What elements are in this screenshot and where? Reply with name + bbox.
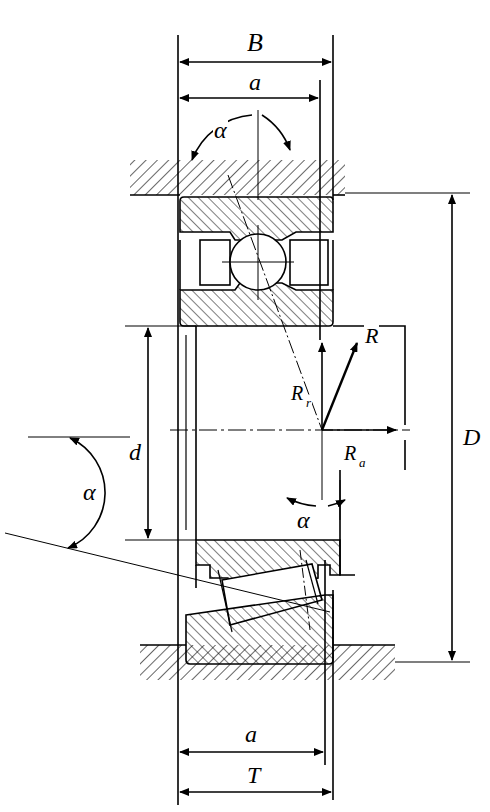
dimension-label: R bbox=[364, 325, 379, 347]
dimension-label: α bbox=[213, 118, 228, 142]
dimension-label: d bbox=[128, 440, 142, 464]
dimension-label: a bbox=[248, 70, 262, 94]
dimension-label: R bbox=[343, 443, 357, 463]
dimension-label: a bbox=[244, 722, 258, 746]
dimension-label: a bbox=[358, 456, 367, 469]
dimension-label: r bbox=[305, 396, 312, 409]
dimension-label: B bbox=[246, 30, 264, 56]
dimension-label: D bbox=[462, 425, 481, 449]
dimension-label: T bbox=[246, 763, 261, 787]
dimension-label: R bbox=[290, 383, 304, 403]
dimension-label: α bbox=[296, 508, 311, 532]
dimension-label: α bbox=[82, 480, 97, 504]
